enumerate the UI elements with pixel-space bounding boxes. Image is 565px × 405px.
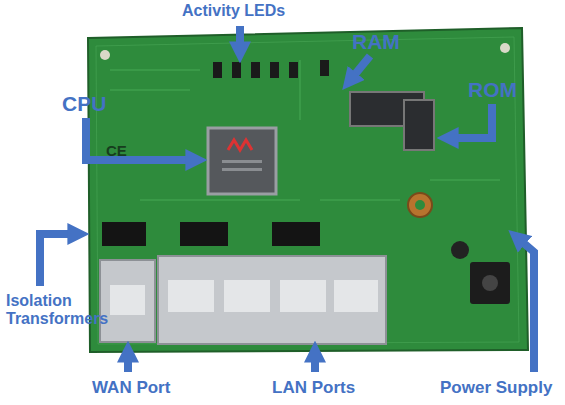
label-text: Power Supply: [440, 378, 552, 398]
rom-chip: [404, 100, 434, 150]
pcb: [88, 28, 528, 352]
part-label: Activity LEDs: [182, 2, 285, 20]
label-text: CE: [106, 142, 127, 159]
part-label: ROM: [468, 78, 517, 102]
board-marking: CE: [106, 142, 127, 159]
wan-port: [100, 260, 155, 342]
inductor: [408, 193, 432, 217]
label-text: CPU: [62, 92, 106, 116]
capacitor: [451, 241, 469, 259]
part-label: WAN Port: [92, 378, 170, 398]
power-jack: [470, 262, 510, 304]
label-text: RAM: [352, 30, 400, 54]
part-label: RAM: [352, 30, 400, 54]
label-text: LAN Ports: [272, 378, 355, 398]
part-label: CPU: [62, 92, 106, 116]
label-text: Activity LEDs: [182, 2, 285, 20]
cpu-chip: [208, 128, 276, 194]
transformer: [180, 222, 228, 246]
label-text: ROM: [468, 78, 517, 102]
part-label: Isolation Transformers: [6, 292, 126, 329]
part-label: LAN Ports: [272, 378, 355, 398]
transformer: [102, 222, 146, 246]
part-label: Power Supply: [440, 378, 552, 398]
led-row: [213, 60, 329, 78]
label-text: WAN Port: [92, 378, 170, 398]
transformer: [272, 222, 320, 246]
label-text: Isolation Transformers: [6, 292, 126, 329]
lan-ports: [158, 256, 386, 344]
leader-arrows: [40, 26, 534, 372]
